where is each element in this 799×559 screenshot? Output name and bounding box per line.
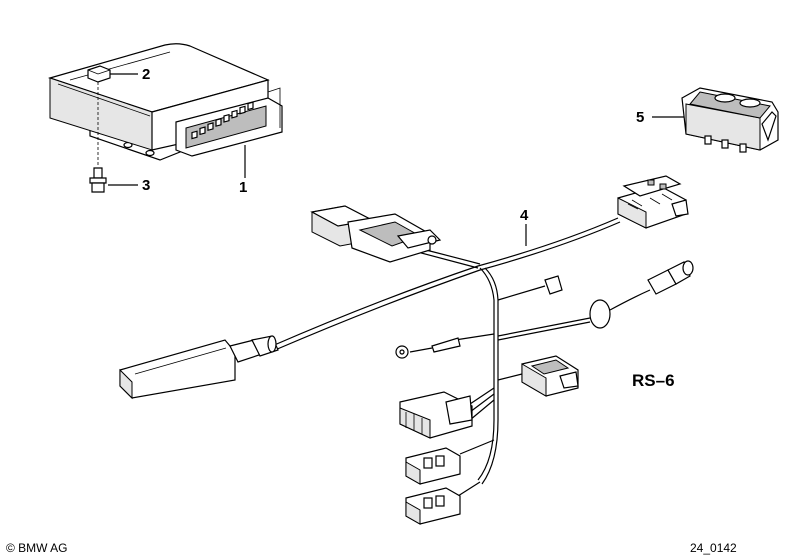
diagnostic-plug xyxy=(310,205,442,263)
clip-nut xyxy=(87,65,138,165)
two-pin-connector-upper xyxy=(497,355,579,397)
copyright-notice: © BMW AG xyxy=(6,541,68,555)
model-code: RS–6 xyxy=(632,371,675,390)
wiring-harness xyxy=(119,175,694,525)
switch-module xyxy=(652,87,779,153)
callout-1: 1 xyxy=(239,179,247,196)
two-pin-connector-lower-2 xyxy=(405,481,481,525)
long-connector xyxy=(119,335,279,400)
callout-2: 2 xyxy=(142,66,150,83)
sensor-lead xyxy=(497,260,694,341)
callout-5: 5 xyxy=(636,109,644,126)
multi-pin-connector-top xyxy=(617,175,689,229)
ecu-connector-pins xyxy=(191,101,254,140)
multi-pin-connector-middle xyxy=(399,387,495,439)
ground-terminal xyxy=(395,333,495,359)
callout-3: 3 xyxy=(142,177,150,194)
screw xyxy=(89,167,138,193)
short-lead xyxy=(497,275,563,301)
two-pin-connector-lower-1 xyxy=(405,439,495,485)
callout-4: 4 xyxy=(520,207,529,224)
drawing-number: 24_0142 xyxy=(690,541,737,555)
control-unit xyxy=(47,43,283,178)
